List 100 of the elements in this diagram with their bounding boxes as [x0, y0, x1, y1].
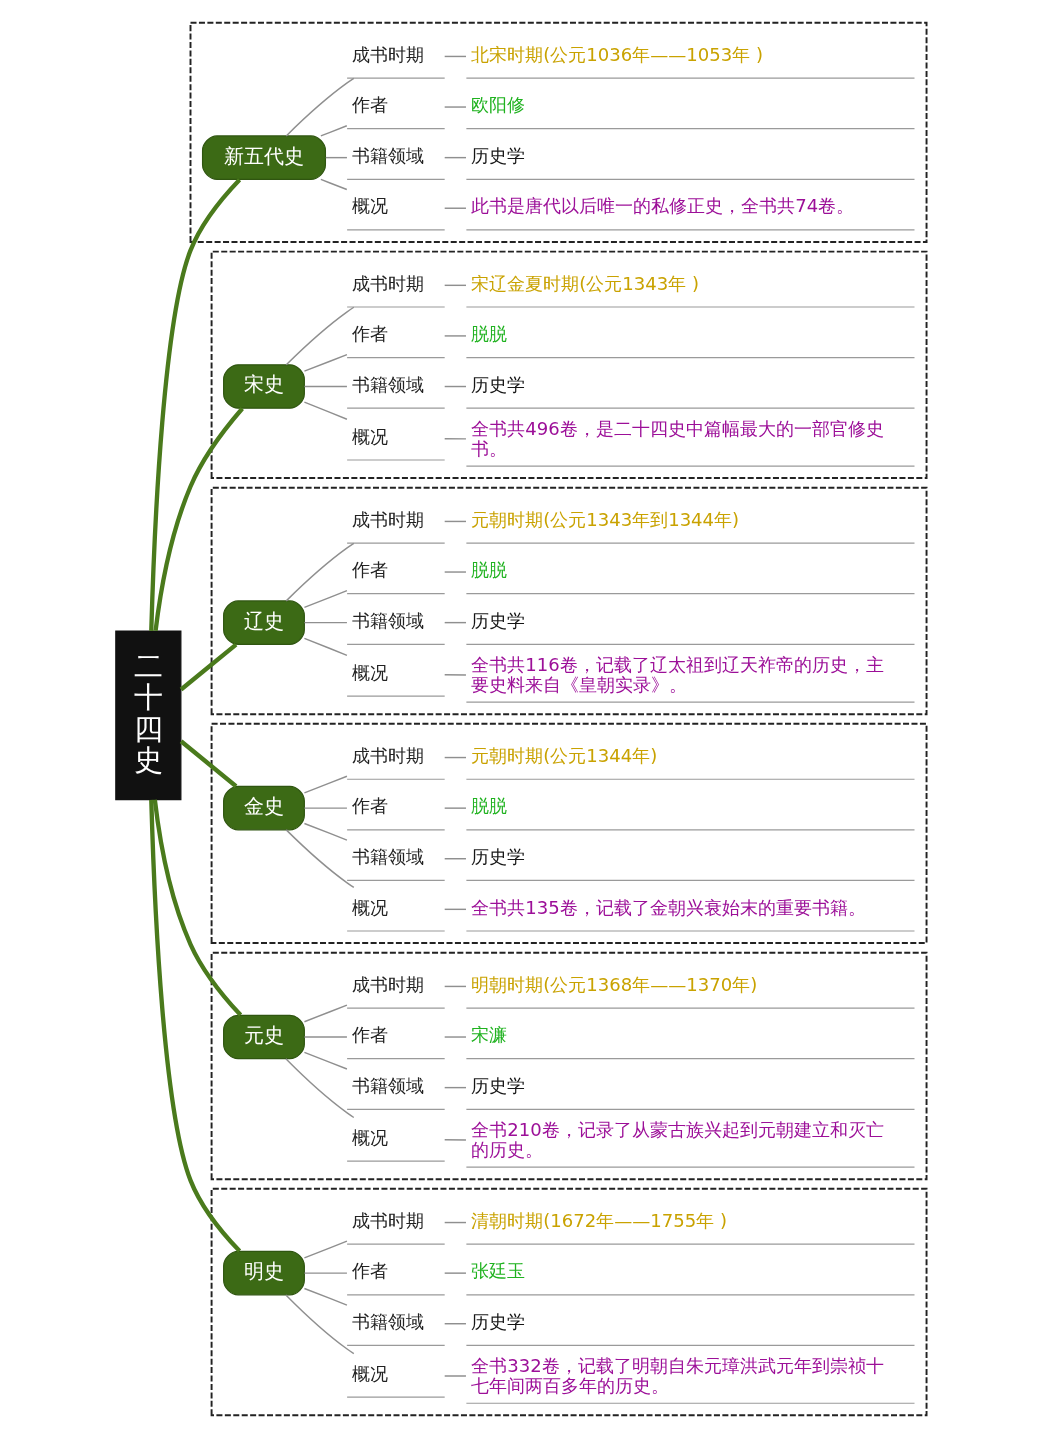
connector	[179, 739, 238, 788]
connector	[443, 1036, 467, 1038]
node-box: 明史	[223, 1250, 305, 1296]
connector	[320, 178, 348, 191]
node-text: 概况	[351, 195, 388, 217]
connector	[443, 1139, 467, 1141]
connector	[149, 799, 242, 1253]
node-text: 全书210卷，记录了从蒙古族兴起到元朝建立和灭亡的历史。	[471, 1118, 884, 1161]
connector	[443, 674, 467, 676]
connector	[443, 858, 467, 860]
node-text: 欧阳修	[471, 94, 526, 116]
node-text: 元朝时期(公元1343年到1344年)	[471, 508, 740, 530]
cluster	[210, 250, 928, 480]
connector	[443, 756, 467, 759]
connector	[303, 1036, 348, 1038]
node-text: 书籍领域	[351, 373, 424, 395]
connector	[443, 55, 467, 58]
node-text: 历史学	[471, 609, 526, 631]
connector	[443, 1375, 467, 1377]
connector	[303, 807, 348, 809]
node-text: 书籍领域	[351, 1074, 424, 1096]
connector	[303, 637, 348, 657]
connector	[443, 1323, 467, 1325]
node-box: 二十四史	[115, 630, 182, 801]
connector	[443, 284, 467, 287]
node-text: 书籍领域	[351, 609, 424, 631]
node-text: 全书共116卷，记载了辽太祖到辽天祚帝的历史，主要史料来自《皇朝实录》。	[471, 653, 884, 696]
connector	[443, 207, 467, 209]
cluster	[210, 722, 928, 945]
node-text: 脱脱	[471, 559, 508, 581]
connector	[443, 1272, 467, 1274]
connector	[303, 589, 348, 609]
node-text: 作者	[351, 1260, 388, 1282]
node-text: 书籍领域	[351, 144, 424, 166]
node-box: 辽史	[223, 600, 305, 645]
connector	[443, 621, 467, 624]
connector	[443, 385, 467, 388]
connector	[443, 156, 467, 159]
connector	[443, 520, 467, 523]
node-text: 作者	[351, 795, 388, 817]
cluster	[210, 1187, 928, 1417]
node-box: 新五代史	[201, 135, 327, 180]
node-box: 元史	[223, 1014, 305, 1060]
connector	[285, 77, 355, 137]
connector	[285, 306, 355, 366]
node-text: 全书共496卷，是二十四史中篇幅最大的一部官修史书。	[471, 417, 884, 460]
connector	[303, 353, 348, 372]
node-text: 书籍领域	[351, 1310, 424, 1332]
connector	[152, 799, 243, 1017]
connector	[303, 401, 348, 420]
connector	[303, 822, 348, 841]
connector	[285, 1294, 355, 1355]
connector	[303, 1287, 348, 1306]
connector	[443, 1221, 467, 1224]
node-text: 成书时期	[351, 508, 424, 530]
node-text: 概况	[351, 425, 388, 447]
cluster	[189, 21, 928, 243]
connector	[153, 407, 244, 631]
node-text: 成书时期	[351, 43, 424, 65]
node-text: 明朝时期(公元1368年——1370年)	[471, 973, 758, 995]
connector	[303, 1240, 348, 1259]
connector	[443, 985, 467, 988]
connector	[320, 125, 348, 137]
connector	[303, 621, 348, 624]
connector	[443, 106, 467, 108]
connector	[303, 1051, 348, 1070]
node-text: 历史学	[471, 1074, 526, 1096]
connector	[303, 1004, 348, 1023]
cluster	[210, 486, 928, 716]
connector	[303, 385, 348, 388]
connector	[443, 1086, 467, 1089]
node-text: 元朝时期(公元1344年)	[471, 744, 658, 766]
connector	[443, 335, 467, 337]
node-text: 此书是唐代以后唯一的私修正史，全书共74卷。	[471, 195, 855, 217]
node-text: 脱脱	[471, 795, 508, 817]
connector	[443, 908, 467, 911]
connector	[325, 156, 348, 159]
connector	[285, 542, 355, 602]
node-text: 脱脱	[471, 323, 508, 345]
node-text: 概况	[351, 1362, 388, 1384]
connector	[303, 1272, 348, 1274]
node-text: 历史学	[471, 144, 526, 166]
node-text: 成书时期	[351, 1209, 424, 1231]
node-text: 书籍领域	[351, 845, 424, 867]
node-text: 张廷玉	[471, 1260, 526, 1282]
connector	[285, 1058, 355, 1119]
node-text: 作者	[351, 323, 388, 345]
node-text: 成书时期	[351, 744, 424, 766]
node-box: 金史	[223, 785, 305, 831]
node-text: 北宋时期(公元1036年——1053年 )	[471, 43, 763, 65]
node-text: 宋辽金夏时期(公元1343年 )	[471, 272, 699, 294]
connector	[303, 775, 348, 794]
connector	[179, 642, 238, 692]
connector	[443, 571, 467, 573]
node-text: 历史学	[471, 1310, 526, 1332]
node-box: 宋史	[223, 364, 305, 409]
node-text: 成书时期	[351, 272, 424, 294]
node-text: 宋濂	[471, 1024, 508, 1046]
node-text: 作者	[351, 1024, 388, 1046]
cluster	[210, 951, 928, 1181]
